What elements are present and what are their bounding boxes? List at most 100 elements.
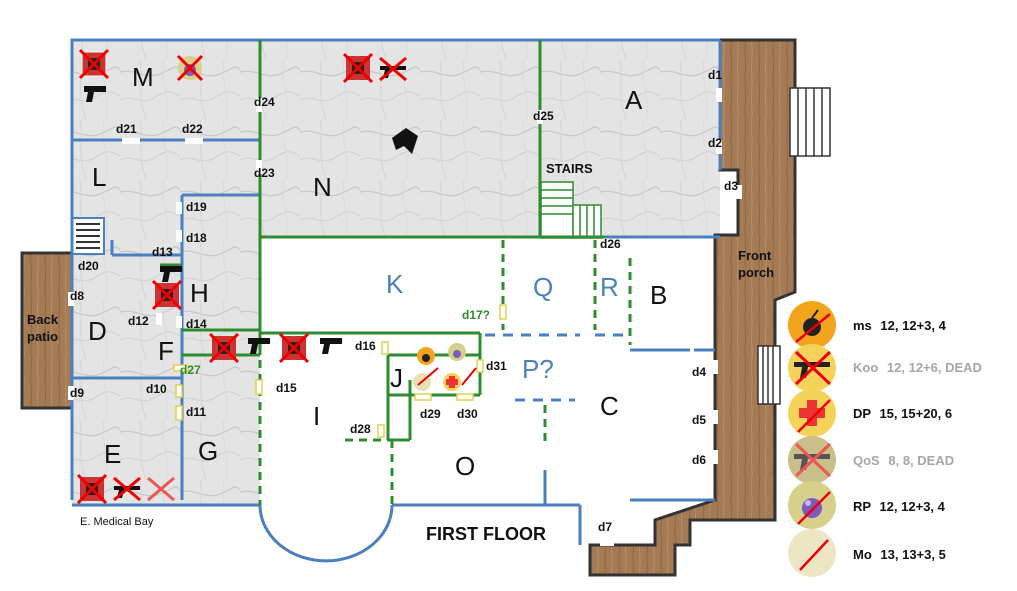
dead-enemy-crate-icon xyxy=(208,332,240,364)
room-label-q: Q xyxy=(533,272,553,302)
door-markers xyxy=(68,88,742,546)
back-patio xyxy=(20,251,74,410)
door-label-d7: d7 xyxy=(598,520,612,534)
door-label-d28: d28 xyxy=(350,422,371,436)
dead-token-icon xyxy=(147,476,175,502)
player-token-group-j xyxy=(413,343,477,391)
svg-text:RP 12, 12+3, 4: RP 12, 12+3, 4 xyxy=(853,499,946,514)
door-label-d26: d26 xyxy=(600,237,621,251)
room-label-a: A xyxy=(625,85,643,115)
svg-text:DP 15, 15+20, 6: DP 15, 15+20, 6 xyxy=(853,406,952,421)
door-label-d14: d14 xyxy=(186,317,207,331)
rifle-icon xyxy=(788,436,836,484)
svg-text:QoS 8, 8, DEAD: QoS 8, 8, DEAD xyxy=(853,453,954,468)
door-label-d18: d18 xyxy=(186,231,207,245)
door-label-d12: d12 xyxy=(128,314,149,328)
front-steps-side xyxy=(757,345,781,405)
roster-name: Mo xyxy=(853,547,872,562)
room-label-r: R xyxy=(600,272,619,302)
room-label-h: H xyxy=(190,278,209,308)
potion-icon xyxy=(788,481,836,529)
room-label-k: K xyxy=(386,269,404,299)
blue-dashed-walls xyxy=(485,333,715,402)
roster-entry-qos: QoS 8, 8, DEAD xyxy=(788,436,954,484)
roster-entry-mo: Mo 13, 13+3, 5 xyxy=(788,529,946,577)
blue-walls xyxy=(70,38,722,563)
floor-label: FIRST FLOOR xyxy=(426,524,546,544)
room-label-p: P? xyxy=(522,354,554,384)
room-label-c: C xyxy=(600,391,619,421)
dead-enemy-crate-icon xyxy=(76,473,108,505)
room-labels-blue: K Q R P? xyxy=(386,269,619,384)
roster-name: DP xyxy=(853,406,871,421)
dead-enemy-crate-icon xyxy=(278,332,310,364)
door-label-d17: d17? xyxy=(462,308,490,322)
rifle-icon xyxy=(788,344,836,392)
pistol-icon xyxy=(320,338,342,354)
door-label-d27: d27 xyxy=(180,363,201,377)
door-label-d2: d2 xyxy=(708,136,722,150)
pistol-icon xyxy=(248,338,270,354)
roster-name: Koo xyxy=(853,360,878,375)
dead-enemy-crate-icon xyxy=(342,52,374,84)
room-label-g: G xyxy=(198,436,218,466)
svg-text:Koo 12, 12+6, DEAD: Koo 12, 12+6, DEAD xyxy=(853,360,982,375)
door-label-d20: d20 xyxy=(78,259,99,273)
roster-stats: 12, 12+3, 4 xyxy=(880,318,946,333)
door-label-d16: d16 xyxy=(355,339,376,353)
room-label-o: O xyxy=(455,451,475,481)
svg-text:Mo 13, 13+3, 5: Mo 13, 13+3, 5 xyxy=(853,547,946,562)
door-label-d6: d6 xyxy=(692,453,706,467)
pistol-icon xyxy=(160,266,182,282)
door-label-d15: d15 xyxy=(276,381,297,395)
room-label-n: N xyxy=(313,172,332,202)
pistol-icon xyxy=(84,86,106,102)
door-label-d8: d8 xyxy=(70,289,84,303)
door-label-d25: d25 xyxy=(533,109,554,123)
stairs-d20 xyxy=(71,217,105,255)
door-label-d11: d11 xyxy=(186,405,206,419)
door-label-d23: d23 xyxy=(254,166,275,180)
door-label-d1: d1 xyxy=(708,68,722,82)
roster-stats: 15, 15+20, 6 xyxy=(879,406,952,421)
door-label-d3: d3 xyxy=(724,179,738,193)
dead-rifle-icon xyxy=(379,56,407,82)
front-steps-top xyxy=(789,87,831,157)
dead-enemy-crate-icon xyxy=(151,279,183,311)
blank-token-icon xyxy=(788,529,836,577)
map-caption: E. Medical Bay xyxy=(80,516,154,528)
door-label-d31: d31 xyxy=(486,359,507,373)
medic-cross-icon xyxy=(788,389,836,437)
enemy-marker-icon xyxy=(392,128,418,154)
room-label-i: I xyxy=(313,401,320,431)
door-labels: d1 d2 d3 d4 d5 d6 d7 d8 d9 d10 d11 d12 d… xyxy=(70,68,738,534)
roster-entry-ms: ms 12, 12+3, 4 xyxy=(788,301,947,349)
dead-rifle-icon xyxy=(113,476,141,502)
door-label-d24: d24 xyxy=(254,95,275,109)
room-label-f: F xyxy=(158,336,174,366)
roster-stats: 12, 12+3, 4 xyxy=(879,499,945,514)
room-label-m: M xyxy=(132,62,154,92)
door-label-d19: d19 xyxy=(186,200,207,214)
door-label-d5: d5 xyxy=(692,413,706,427)
door-label-d13: d13 xyxy=(152,245,173,259)
stairs-label: STAIRS xyxy=(546,161,593,176)
room-labels: M A N L H D F E G I J O C B xyxy=(88,62,667,481)
room-label-d: D xyxy=(88,316,107,346)
roster-entry-koo: Koo 12, 12+6, DEAD xyxy=(788,344,982,392)
door-labels-green: d17? d27 xyxy=(180,308,490,377)
door-label-d21: d21 xyxy=(116,122,137,136)
roster-name: RP xyxy=(853,499,871,514)
door-label-d30: d30 xyxy=(457,407,478,421)
roster-stats: 8, 8, DEAD xyxy=(888,453,954,468)
front-porch-label-2: porch xyxy=(738,265,774,280)
back-patio-label-2: patio xyxy=(27,329,58,344)
room-label-l: L xyxy=(92,162,106,192)
door-label-d29: d29 xyxy=(420,407,441,421)
roster-entry-rp: RP 12, 12+3, 4 xyxy=(788,481,946,529)
svg-text:ms 12, 12+3, 4: ms 12, 12+3, 4 xyxy=(853,318,947,333)
roster-stats: 12, 12+6, DEAD xyxy=(887,360,982,375)
room-label-j: J xyxy=(390,363,403,393)
front-porch xyxy=(588,38,797,577)
